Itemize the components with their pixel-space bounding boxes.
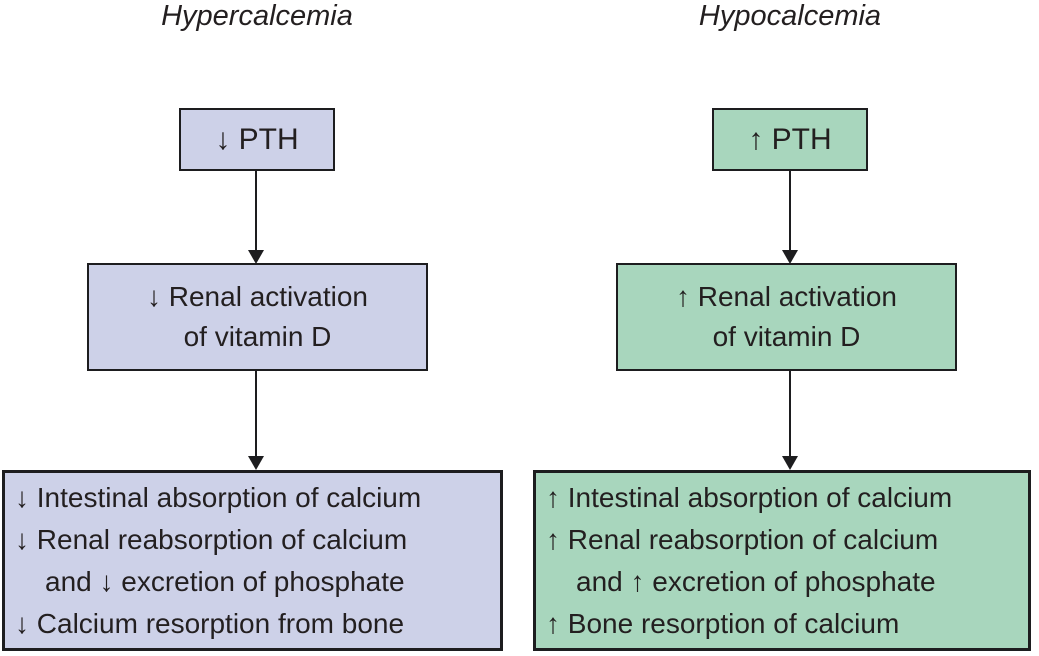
effect-line: ↓ Calcium resorption from bone [15, 607, 405, 639]
column-title-hypocalcemia: Hypocalcemia [698, 0, 882, 32]
renal-line-1: ↓ Renal activation [146, 281, 368, 312]
renal-activation-box-hypocalcemia: ↑ Renal activation of vitamin D [616, 263, 957, 371]
effect-line: ↓ Intestinal absorption of calcium [15, 481, 422, 513]
column-title-hypercalcemia: Hypercalcemia [161, 0, 353, 32]
renal-line-1: ↑ Renal activation [675, 281, 897, 312]
renal-line-2: of vitamin D [183, 321, 332, 352]
pth-label: ↓ PTH [215, 122, 299, 156]
effect-line: ↓ Renal reabsorption of calcium [15, 523, 408, 555]
effect-line-continuation: and ↑ excretion of phosphate [576, 565, 936, 597]
down-arrow [255, 171, 257, 250]
effects-box-hypocalcemia: ↑ Intestinal absorption of calcium ↑ Ren… [533, 470, 1031, 651]
renal-line-2: of vitamin D [712, 321, 861, 352]
pth-label: ↑ PTH [748, 122, 832, 156]
effect-line: ↑ Bone resorption of calcium [546, 607, 900, 639]
effect-line: ↑ Intestinal absorption of calcium [546, 481, 953, 513]
effects-box-hypercalcemia: ↓ Intestinal absorption of calcium ↓ Ren… [2, 470, 503, 651]
down-arrow [255, 371, 257, 456]
effect-line-continuation: and ↓ excretion of phosphate [45, 565, 405, 597]
effect-line: ↑ Renal reabsorption of calcium [546, 523, 939, 555]
renal-activation-box-hypercalcemia: ↓ Renal activation of vitamin D [87, 263, 428, 371]
down-arrow [789, 171, 791, 250]
down-arrow [789, 371, 791, 456]
pth-box-hypercalcemia: ↓ PTH [179, 108, 335, 171]
pth-box-hypocalcemia: ↑ PTH [712, 108, 868, 171]
